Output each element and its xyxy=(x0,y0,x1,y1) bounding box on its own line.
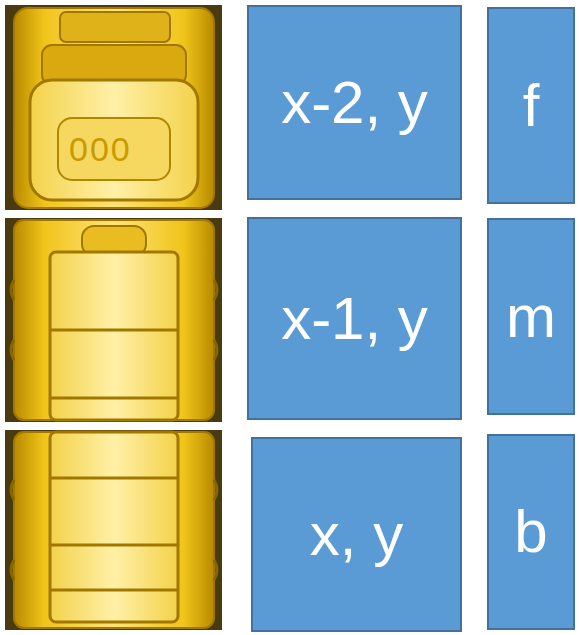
plate-number: 000 xyxy=(69,132,132,166)
box-label: x-2, y xyxy=(281,70,428,136)
rear-segment xyxy=(5,430,222,630)
process-box: x-2, y xyxy=(247,5,462,200)
process-box: x, y xyxy=(251,437,462,632)
box-label: b xyxy=(514,499,547,565)
process-box: f xyxy=(487,7,575,204)
process-box: x-1, y xyxy=(247,217,462,420)
box-label: x-1, y xyxy=(281,286,428,352)
middle-segment xyxy=(5,218,222,422)
box-label: f xyxy=(523,73,540,139)
box-label: m xyxy=(506,284,556,350)
box-label: x, y xyxy=(310,502,403,568)
process-box: b xyxy=(487,434,575,630)
cab-segment xyxy=(5,5,222,210)
process-box: m xyxy=(487,218,575,415)
